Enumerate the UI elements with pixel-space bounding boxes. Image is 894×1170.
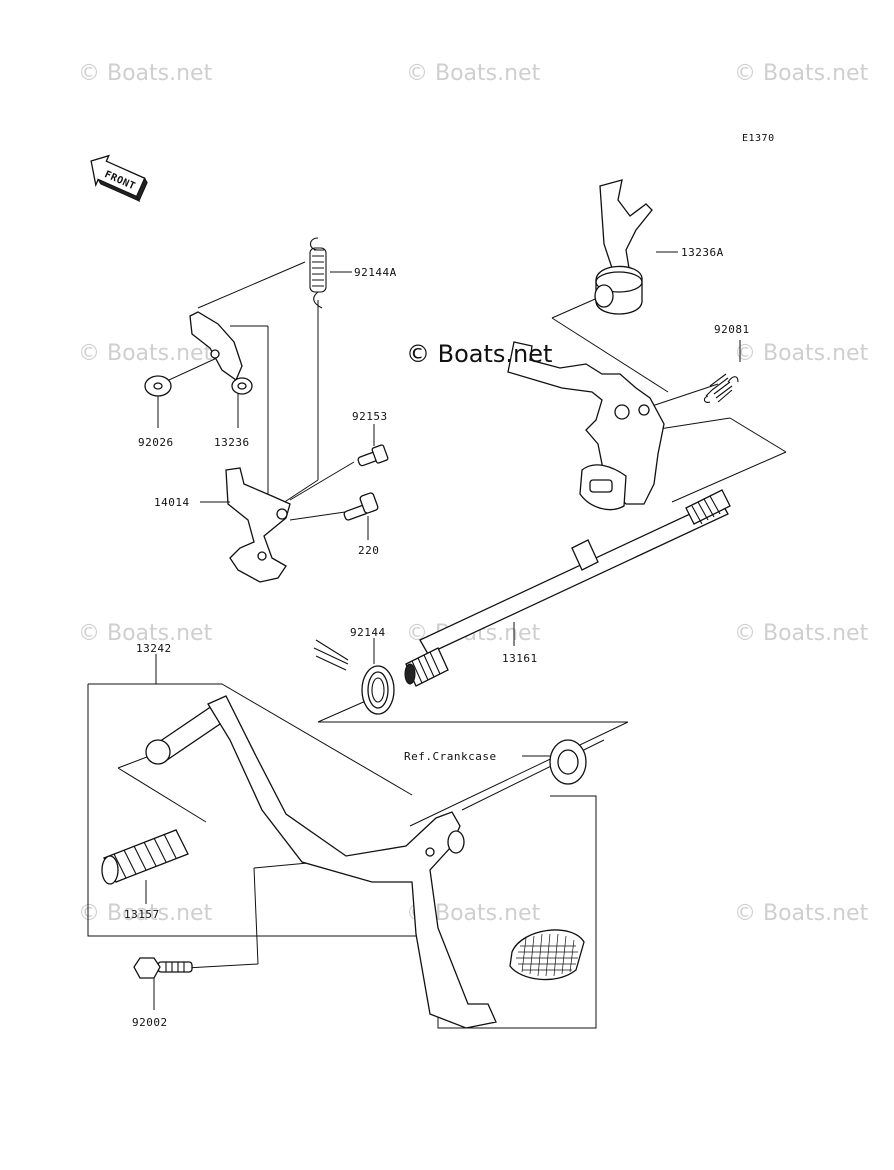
part-label-13242: 13242 — [136, 642, 172, 655]
part-label-92144A: 92144A — [354, 266, 397, 279]
pedal-13242 — [145, 695, 585, 1029]
watermark: © Boats.net — [734, 61, 869, 86]
watermark-center: © Boats.net — [406, 340, 552, 368]
spring-92144 — [313, 639, 395, 715]
spring-92081 — [703, 373, 739, 403]
part-label-92153: 92153 — [352, 410, 388, 423]
part-label-92081: 92081 — [714, 323, 750, 336]
shift-fork-13236A — [594, 179, 653, 315]
part-labels: 92144A 13236A 92081 92026 13236 92153 14… — [124, 246, 750, 1029]
part-label-92144: 92144 — [350, 626, 386, 639]
spring-92144A — [309, 237, 327, 309]
watermark: © Boats.net — [734, 341, 869, 366]
part-label-13236A: 13236A — [681, 246, 724, 259]
seal-crankcase — [549, 739, 587, 785]
part-label-92002: 92002 — [132, 1016, 168, 1029]
shift-arm-13161 — [404, 341, 731, 687]
front-arrow: FRONT — [90, 154, 148, 203]
watermark: © Boats.net — [406, 61, 541, 86]
bolt-92002 — [133, 957, 193, 979]
watermark: © Boats.net — [78, 341, 213, 366]
part-label-13236: 13236 — [214, 436, 250, 449]
bolt-92153 — [357, 444, 389, 467]
watermark-layer: © Boats.net © Boats.net © Boats.net © Bo… — [78, 61, 869, 926]
plate-13236 — [189, 311, 253, 395]
part-label-13157: 13157 — [124, 908, 160, 921]
watermark: © Boats.net — [78, 61, 213, 86]
part-label-13161: 13161 — [502, 652, 538, 665]
diagram-code: E1370 — [742, 133, 775, 144]
watermark: © Boats.net — [734, 901, 869, 926]
rubber-13157 — [101, 829, 189, 885]
arm-14014 — [225, 467, 291, 583]
part-label-ref-crankcase: Ref.Crankcase — [404, 750, 497, 763]
watermark: © Boats.net — [734, 621, 869, 646]
part-label-220: 220 — [358, 544, 379, 557]
bolt-220 — [343, 492, 379, 521]
washer-92026 — [144, 375, 172, 397]
pad-grid — [516, 933, 578, 977]
watermark: © Boats.net — [78, 621, 213, 646]
part-label-92026: 92026 — [138, 436, 174, 449]
part-label-14014: 14014 — [154, 496, 190, 509]
watermark: © Boats.net — [78, 901, 213, 926]
